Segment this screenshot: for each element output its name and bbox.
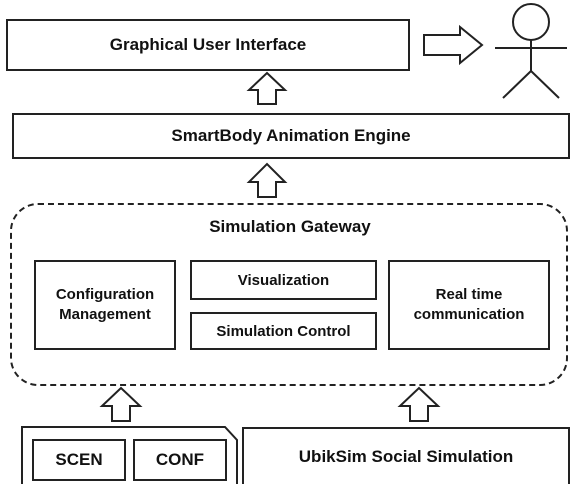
simulation-control-label: Simulation Control [216,322,351,340]
real-time-communication-box: Real time communication [388,260,550,350]
up-arrow-inputs-to-gateway [99,386,143,422]
visualization-box: Visualization [190,260,377,300]
up-arrow-engine-to-gui [246,71,288,105]
user-head [512,3,550,41]
simulation-gateway-title: Simulation Gateway [209,217,371,236]
scen-label: SCEN [55,450,103,469]
configuration-management-label: Configuration Management [55,286,155,323]
up-arrow-gateway-to-engine [246,162,288,198]
conf-label: CONF [155,450,205,469]
real-time-communication-label: Real time communication [413,286,525,323]
gui-label: Graphical User Interface [109,35,307,54]
gui-box: Graphical User Interface [6,19,410,71]
simulation-gateway-container [10,203,568,386]
right-arrow-gui-to-user [423,24,484,66]
configuration-management-box: Configuration Management [34,260,176,350]
scen-box: SCEN [32,439,126,481]
conf-box: CONF [133,439,227,481]
ubiksim-box: UbikSim Social Simulation [242,427,570,484]
engine-label: SmartBody Animation Engine [171,126,411,145]
engine-box: SmartBody Animation Engine [12,113,570,159]
up-arrow-ubiksim-to-gateway [397,386,441,422]
user-figure [495,3,567,99]
ubiksim-label: UbikSim Social Simulation [298,446,514,466]
simulation-control-box: Simulation Control [190,312,377,350]
visualization-label: Visualization [237,271,330,289]
